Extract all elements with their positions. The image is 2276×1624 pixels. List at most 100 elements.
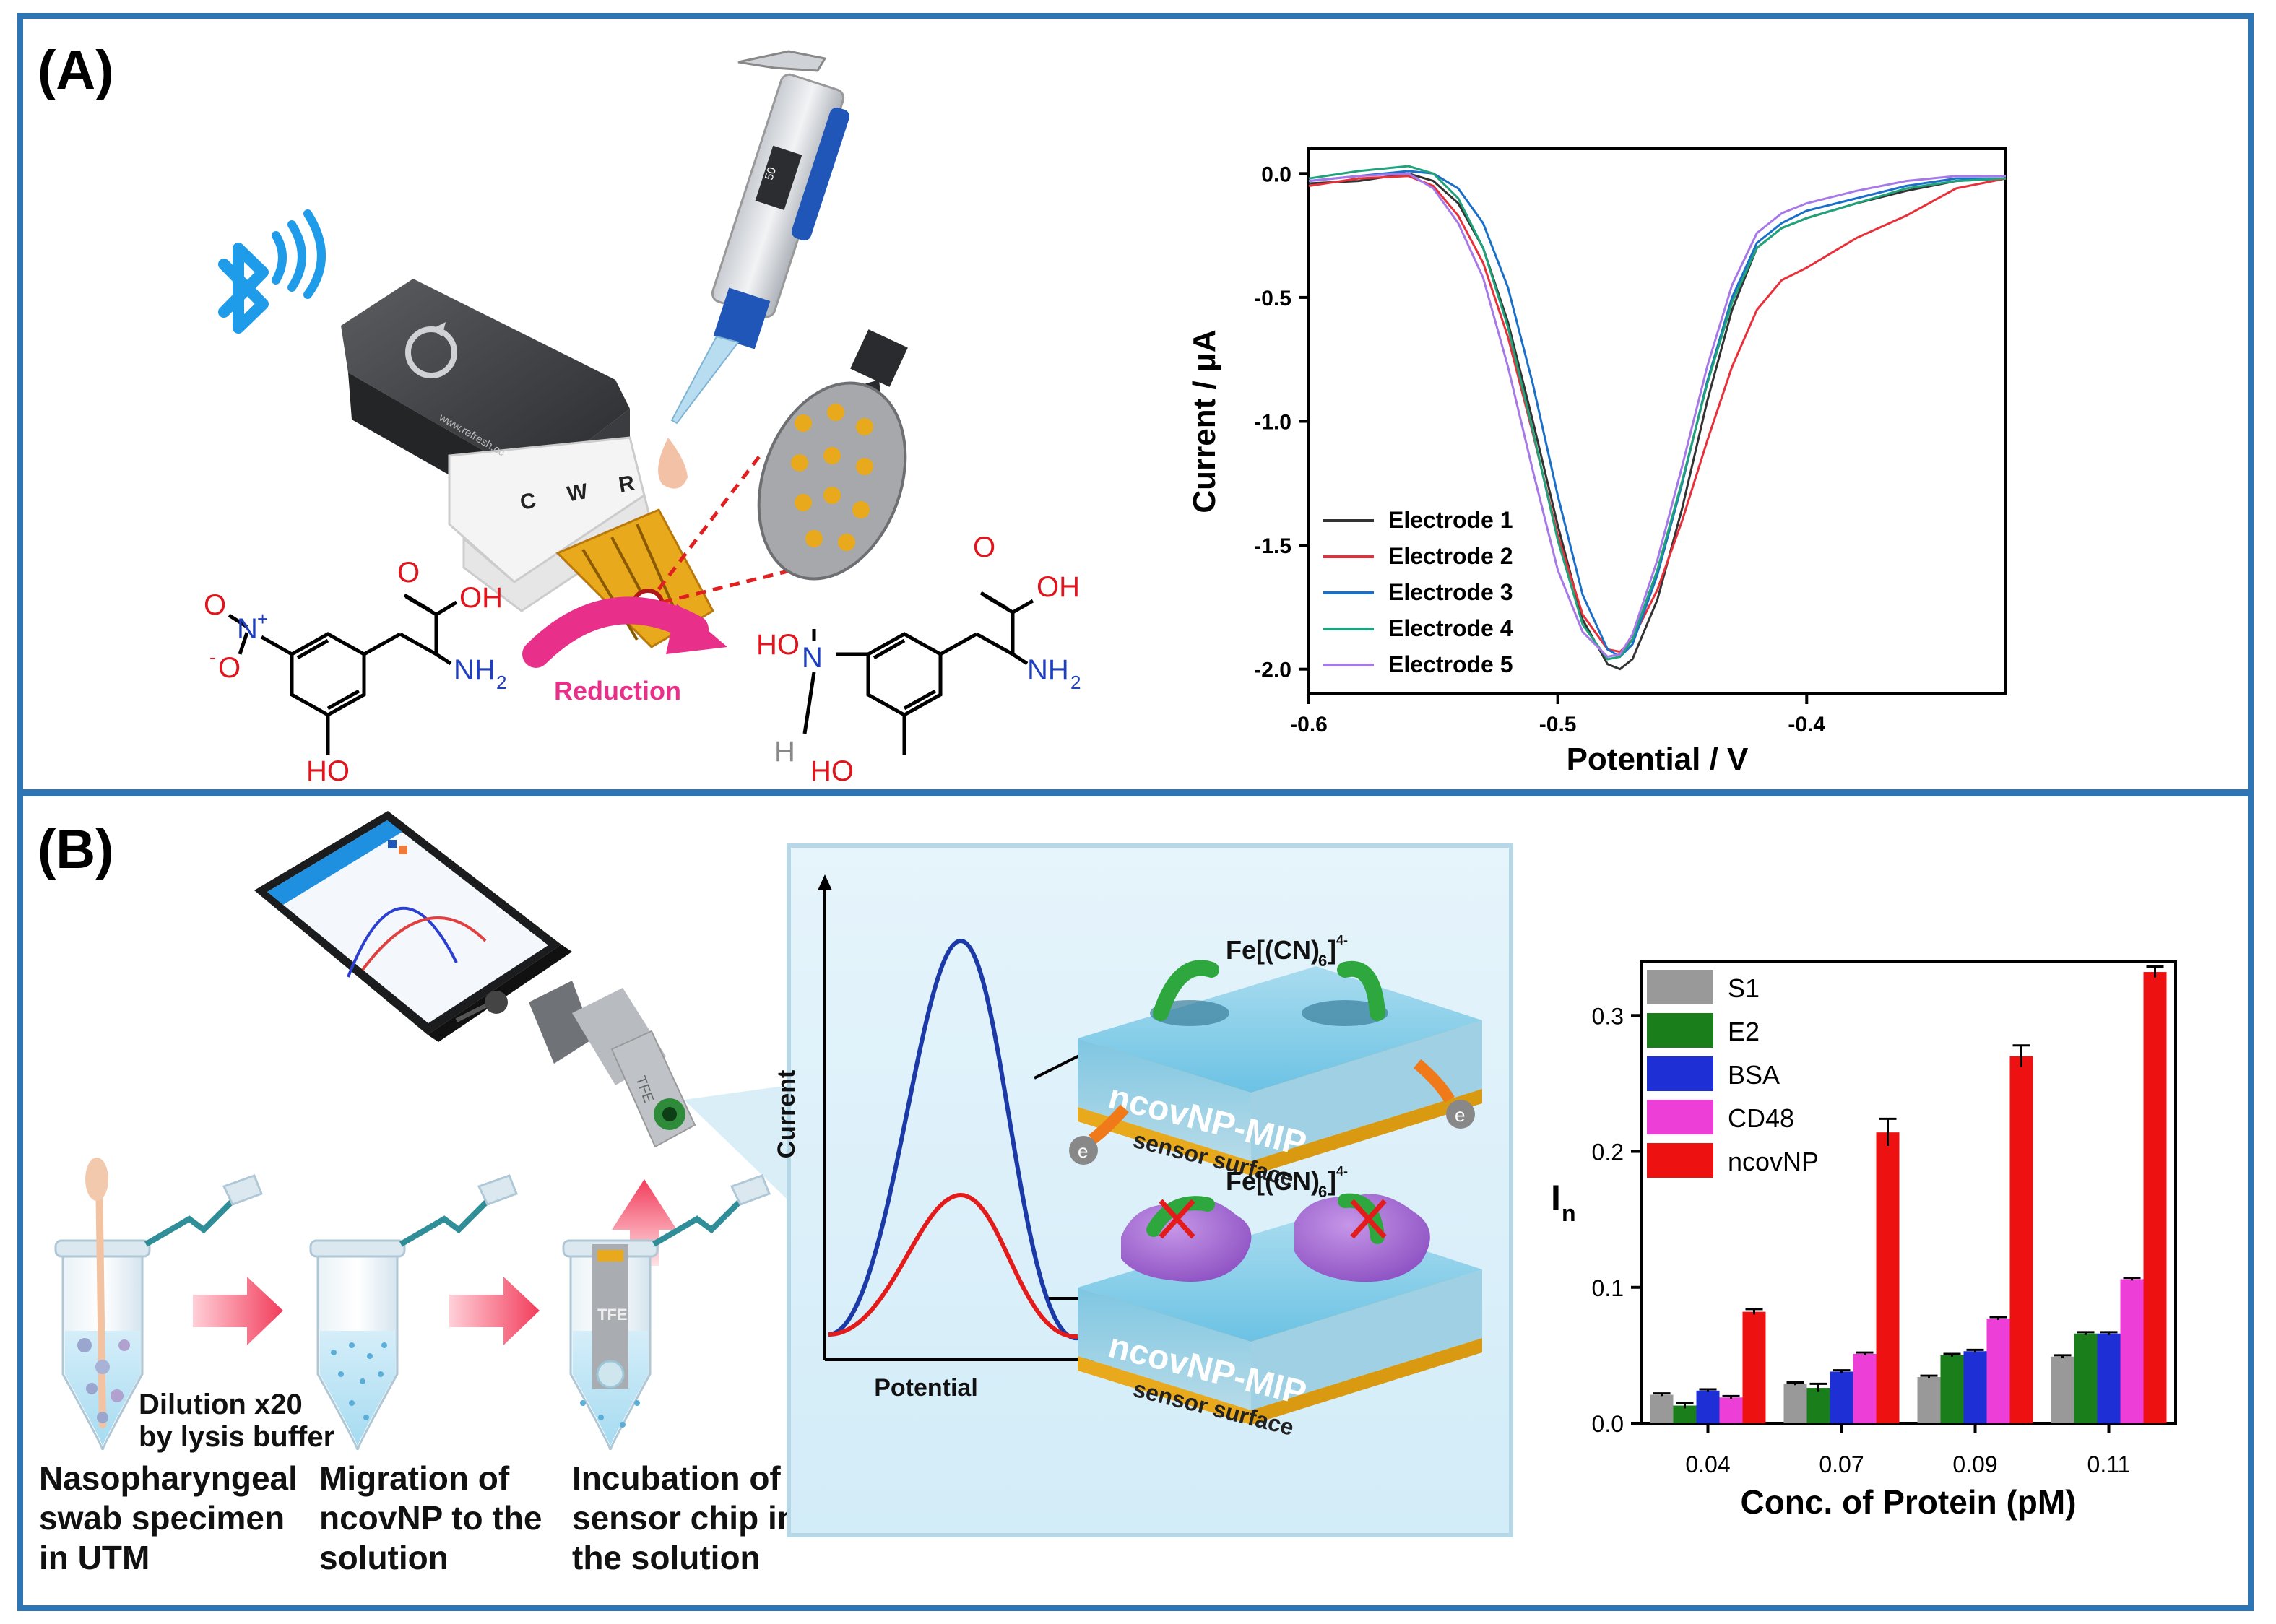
- dpv-x-axis-label: Potential / V: [1567, 742, 1749, 777]
- tube-3: TFE: [562, 1174, 771, 1451]
- block-x-left-b: [1159, 1199, 1195, 1239]
- bar-cd48: [1719, 1397, 1743, 1423]
- bar-bsa: [1963, 1351, 1987, 1423]
- step-2-line-3: solution: [319, 1539, 449, 1576]
- bar-legend-label: E2: [1728, 1017, 1760, 1046]
- block-x-right-b: [1350, 1199, 1387, 1239]
- dpv-series-line: [1308, 172, 2006, 659]
- pipette-volume-text: 50: [763, 165, 779, 181]
- inset-ylabel: Current: [773, 1070, 800, 1159]
- step-3-line-3: the solution: [572, 1539, 761, 1576]
- dilution-line-2: by lysis buffer: [139, 1421, 334, 1453]
- sensor-zoom: [757, 329, 908, 581]
- reactant-o: O: [397, 557, 420, 589]
- bar-cd48: [1986, 1319, 2010, 1423]
- top-ion-label: Fe[(CN): [1226, 935, 1320, 965]
- mechanism-inset: Current Potential ncovNP-MIP sensor surf…: [773, 843, 1513, 1537]
- dilution-line-1: Dilution x20: [139, 1389, 303, 1420]
- dpv-legend-label: Electrode 1: [1388, 507, 1513, 533]
- bar-e2: [1940, 1355, 1964, 1423]
- step-1-line-2: swab specimen: [39, 1499, 285, 1537]
- step-1-line-1: Nasopharyngeal: [39, 1459, 298, 1497]
- bar-e2: [1806, 1388, 1830, 1423]
- product-ring-ho: HO: [810, 755, 854, 787]
- bottom-ion-label: Fe[(CN): [1226, 1166, 1320, 1196]
- inset-red-curve: [828, 1192, 1078, 1339]
- reactant-nh2-sub: 2: [496, 672, 506, 693]
- pipette: 50: [658, 50, 850, 489]
- top-ion-charge: 4-: [1336, 933, 1348, 947]
- top-electron-right: e: [1455, 1104, 1465, 1126]
- dpv-x-tick-label: -0.4: [1788, 713, 1825, 737]
- bar-ncovnp: [1876, 1132, 1900, 1423]
- bottom-ion-sub: 6: [1318, 1183, 1327, 1201]
- protein-right: [1294, 1194, 1430, 1282]
- reactant-no2-o: O: [204, 589, 226, 621]
- bar-legend-label: CD48: [1728, 1103, 1794, 1133]
- dpv-x-tick-label: -0.5: [1539, 713, 1577, 737]
- bar-plot-frame: [1640, 960, 2177, 1425]
- reactant-no2-minus: -: [209, 646, 216, 668]
- panel-a-illustration: www.refresh.cc C W R 50: [204, 50, 1081, 787]
- bar-x-tick-label: 0.04: [1685, 1451, 1730, 1477]
- bar-s1: [1917, 1377, 1941, 1423]
- dpv-series-line: [1308, 165, 2007, 661]
- reduction-arrow: [522, 596, 709, 668]
- product-nh2: NH: [1027, 654, 1069, 686]
- dpv-y-tick-label: -1.5: [1254, 534, 1291, 558]
- product-o: O: [973, 531, 995, 563]
- bottom-ion-sup: ]: [1328, 1166, 1336, 1196]
- inset-blue-curve: [828, 938, 1078, 1341]
- bar-legend-swatch: [1647, 1056, 1713, 1091]
- bar-legend-swatch: [1647, 1100, 1713, 1134]
- bar-x-tick-label: 0.11: [2087, 1451, 2131, 1477]
- reactant-no2-plus: +: [257, 608, 268, 630]
- reduction-label: Reduction: [554, 676, 681, 705]
- bar-s1: [2051, 1356, 2074, 1423]
- dpv-plot-frame: [1307, 147, 2007, 695]
- product-oh: OH: [1037, 571, 1080, 603]
- bar-x-tick-label: 0.07: [1819, 1451, 1864, 1477]
- bar-bsa: [2097, 1333, 2121, 1423]
- bar-bsa: [1830, 1371, 1853, 1423]
- dpv-y-tick-label: -1.0: [1254, 411, 1291, 435]
- top-mip-slab: ncovNP-MIP sensor surface e e: [1069, 960, 1482, 1191]
- bar-bsa: [1696, 1390, 1720, 1423]
- bar-y-axis-label-sub: n: [1562, 1200, 1576, 1226]
- bar-legend-label: BSA: [1728, 1060, 1780, 1090]
- step-caption-2: Migration of ncovNP to the solution: [319, 1459, 542, 1576]
- dpv-series-line: [1308, 170, 2006, 659]
- top-ion-sup: ]: [1328, 935, 1336, 965]
- bar-x-axis-label: Conc. of Protein (pM): [1740, 1483, 2076, 1521]
- dpv-y-tick-label: -2.0: [1254, 659, 1291, 682]
- panel-b-label: (B): [38, 819, 114, 880]
- bluetooth-icon: [218, 209, 326, 334]
- step-1-line-3: in UTM: [39, 1539, 150, 1576]
- reactant-ho: HO: [306, 755, 350, 787]
- product-ho: HO: [756, 629, 800, 661]
- dpv-x-tick-label: -0.6: [1290, 713, 1328, 737]
- reactant-oh: OH: [459, 582, 503, 614]
- bar-legend-label: S1: [1728, 973, 1760, 1003]
- up-arrow: [612, 1179, 677, 1266]
- step-3-line-1: Incubation of: [572, 1459, 781, 1497]
- dpv-y-tick-label: -0.5: [1254, 287, 1291, 311]
- top-electron-left: e: [1078, 1140, 1088, 1162]
- bar-s1: [1650, 1394, 1674, 1423]
- bar-e2: [2074, 1333, 2098, 1423]
- bar-y-tick-label: 0.1: [1592, 1275, 1624, 1301]
- tube-chip-label: TFE: [597, 1306, 628, 1324]
- panel-b-illustration: TFE: [39, 811, 1513, 1576]
- panel-a-label: (A): [38, 40, 114, 101]
- bar-s1: [1783, 1384, 1807, 1423]
- bar-cd48: [2120, 1279, 2144, 1423]
- reduction-arrow-head: [666, 604, 727, 654]
- right-arrow-2: [449, 1277, 540, 1345]
- inset-xlabel: Potential: [874, 1374, 978, 1402]
- bar-legend-swatch: [1647, 970, 1713, 1004]
- reactant-molecule: [228, 593, 458, 755]
- bar-ncovnp: [1742, 1311, 1766, 1423]
- dpv-legend-label: Electrode 5: [1388, 651, 1513, 677]
- step-caption-1: Nasopharyngeal swab specimen in UTM: [39, 1459, 298, 1576]
